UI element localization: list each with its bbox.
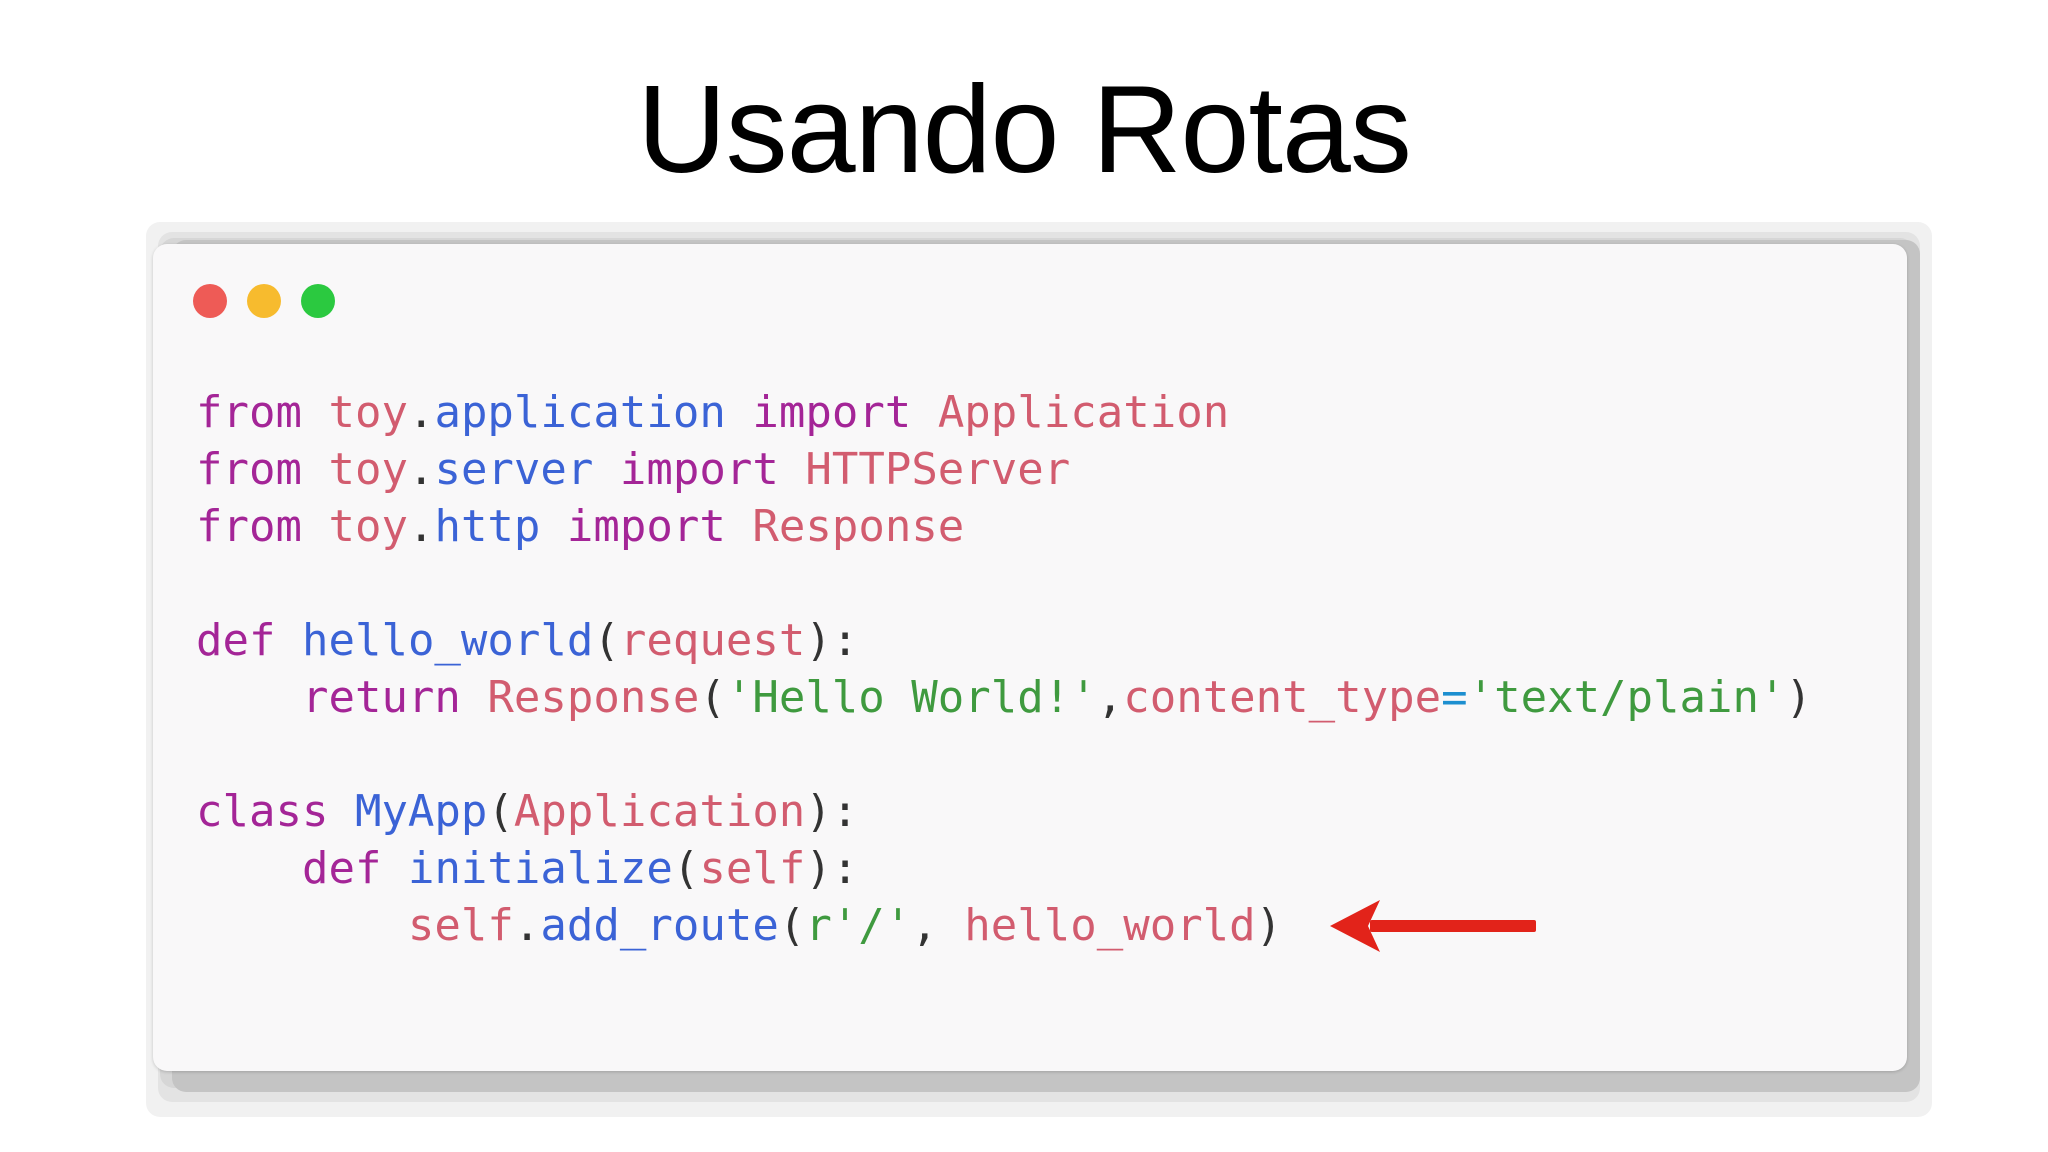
code-line xyxy=(196,555,1812,612)
code-token-name: Response xyxy=(487,672,700,723)
code-token-name: self xyxy=(407,900,514,951)
code-token-punct: , xyxy=(1096,672,1124,723)
code-token-punct: ( xyxy=(487,786,514,837)
code-token-string: r'/' xyxy=(805,900,912,951)
code-token-attribute: server xyxy=(434,444,594,495)
code-token-punct xyxy=(540,501,567,552)
code-token-attribute: add_route xyxy=(540,900,779,951)
code-line: return Response('Hello World!',content_t… xyxy=(196,669,1812,726)
code-token-keyword: class xyxy=(196,786,329,837)
code-token-name: content_type xyxy=(1123,672,1442,723)
code-token-module: toy xyxy=(328,444,408,495)
code-token-function: MyApp xyxy=(354,786,488,837)
code-token-module: toy xyxy=(328,501,408,552)
code-line: from toy.server import HTTPServer xyxy=(196,441,1812,498)
code-token-module: toy xyxy=(328,387,408,438)
maximize-dot-icon[interactable] xyxy=(301,284,335,318)
code-token-punct: . xyxy=(513,900,541,951)
code-token-punct xyxy=(779,444,806,495)
code-token-punct xyxy=(196,900,408,951)
code-token-keyword: import xyxy=(619,444,779,495)
code-token-punct: . xyxy=(407,387,435,438)
code-line: class MyApp(Application): xyxy=(196,783,1812,840)
code-token-punct xyxy=(302,501,329,552)
code-token-punct: ( xyxy=(672,843,700,894)
code-token-punct xyxy=(593,444,620,495)
code-token-punct: , xyxy=(911,900,965,951)
code-token-keyword: from xyxy=(196,387,302,438)
code-token-punct xyxy=(328,786,355,837)
code-token-punct xyxy=(381,843,408,894)
arrow-head xyxy=(1330,900,1380,952)
code-token-name: Application xyxy=(513,786,806,837)
code-token-punct: ) xyxy=(1255,900,1283,951)
code-line xyxy=(196,726,1812,783)
code-token-punct: . xyxy=(407,501,435,552)
code-token-punct: ( xyxy=(699,672,726,723)
code-token-name: HTTPServer xyxy=(805,444,1071,495)
slide-title: Usando Rotas xyxy=(637,61,1412,199)
code-token-punct xyxy=(196,672,302,723)
code-line: from toy.http import Response xyxy=(196,498,1812,555)
code-token-keyword: def xyxy=(301,843,382,894)
code-token-punct: ): xyxy=(805,615,859,666)
code-token-punct xyxy=(911,387,938,438)
code-token-punct xyxy=(302,387,329,438)
arrow-shaft xyxy=(1370,920,1536,932)
code-token-string: 'text/plain' xyxy=(1467,672,1786,723)
left-arrow-icon xyxy=(1330,900,1536,952)
code-token-keyword: return xyxy=(301,672,461,723)
code-token-punct xyxy=(196,843,302,894)
code-token-string: 'Hello World!' xyxy=(725,672,1097,723)
code-line: def hello_world(request): xyxy=(196,612,1812,669)
code-token-punct: ): xyxy=(805,786,859,837)
code-token-punct: ): xyxy=(805,843,859,894)
code-token-name: hello_world xyxy=(964,900,1256,951)
code-token-name: Application xyxy=(937,387,1230,438)
code-token-function: hello_world xyxy=(301,615,594,666)
code-line: def initialize(self): xyxy=(196,840,1812,897)
code-token-punct: ( xyxy=(778,900,806,951)
code-token-punct xyxy=(726,387,753,438)
code-token-punct xyxy=(302,444,329,495)
code-token-punct xyxy=(726,501,753,552)
code-token-keyword: def xyxy=(196,615,276,666)
code-token-keyword: import xyxy=(566,501,726,552)
code-token-name: self xyxy=(699,843,806,894)
code-token-function: initialize xyxy=(407,843,673,894)
code-token-keyword: from xyxy=(196,501,302,552)
code-token-name: request xyxy=(619,615,806,666)
code-token-punct: ( xyxy=(593,615,620,666)
code-line: self.add_route(r'/', hello_world) xyxy=(196,897,1812,954)
close-dot-icon[interactable] xyxy=(193,284,227,318)
code-token-punct xyxy=(461,672,488,723)
code-token-keyword: import xyxy=(752,387,912,438)
code-token-name: Response xyxy=(752,501,965,552)
code-token-operator: = xyxy=(1441,672,1468,723)
code-token-punct xyxy=(275,615,302,666)
code-token-keyword: from xyxy=(196,444,302,495)
code-token-attribute: application xyxy=(434,387,726,438)
minimize-dot-icon[interactable] xyxy=(247,284,281,318)
window-controls xyxy=(193,284,335,318)
code-token-punct: . xyxy=(407,444,435,495)
code-line: from toy.application import Application xyxy=(196,384,1812,441)
code-token-attribute: http xyxy=(434,501,541,552)
code-token-punct: ) xyxy=(1785,672,1813,723)
